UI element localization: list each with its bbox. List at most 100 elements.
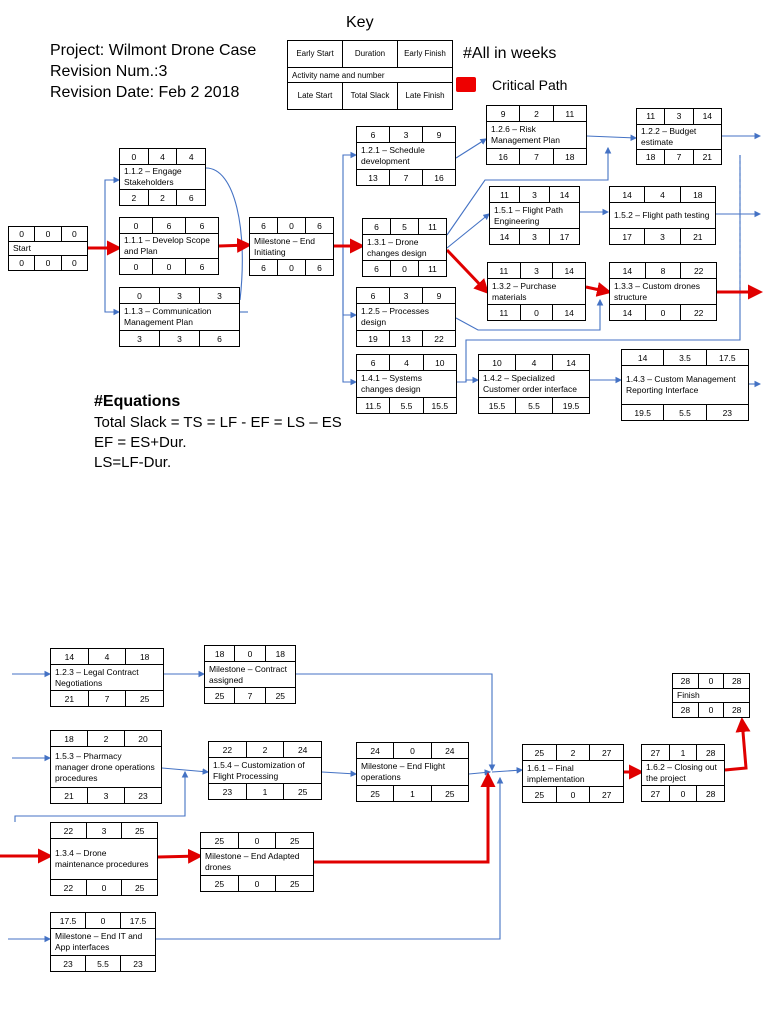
- node-ls: 16: [487, 149, 521, 164]
- key-activity: Activity name and number: [288, 67, 452, 83]
- key-title: Key: [346, 14, 374, 31]
- link-ms1-125: [342, 248, 358, 319]
- node-ls: 15.5: [479, 398, 516, 413]
- node-lf: 25: [297, 786, 308, 797]
- link-start-112: [104, 176, 121, 248]
- node-activity-name: 1.2.6 – Risk Management Plan: [491, 124, 560, 145]
- link-fo-161: [468, 769, 492, 776]
- node-lf: 18: [565, 151, 575, 162]
- node-ef: 11: [428, 221, 437, 232]
- node-ts: 5.5: [664, 405, 707, 420]
- node-dur: 0: [239, 833, 277, 848]
- node-ts: 0: [35, 256, 62, 270]
- node-ls: 11: [488, 305, 521, 320]
- node-ts: 0: [391, 261, 419, 276]
- node-lf: 14: [564, 307, 574, 318]
- node-ef: 24: [297, 744, 308, 755]
- node-es: 0: [120, 288, 160, 303]
- node-ef: 3: [217, 290, 222, 301]
- link-ms1-121: [342, 151, 358, 248]
- node-lf: 25: [139, 693, 150, 704]
- node-ef: 10: [435, 357, 445, 368]
- node-ef: 17.5: [129, 915, 147, 926]
- key-late-start: Late Start: [288, 83, 343, 109]
- key-early-start: Early Start: [288, 41, 343, 67]
- node-lf: 0: [71, 258, 77, 268]
- node-ef: 6: [317, 220, 322, 231]
- node-lf: 28: [731, 705, 742, 715]
- equation-ls: LS=LF-Dur.: [94, 454, 172, 471]
- link-121-126: [455, 138, 487, 159]
- node-lf: 19.5: [562, 400, 580, 411]
- node-es: 18: [51, 731, 88, 746]
- node-es: 11: [490, 187, 520, 202]
- node-ts: 13: [390, 331, 423, 346]
- crit-134-ad: [157, 848, 203, 864]
- node-dur: 0: [278, 218, 306, 233]
- node-activity-name: Start: [13, 243, 31, 253]
- node-ls: 13: [357, 170, 390, 185]
- node-ef: 14: [702, 111, 713, 122]
- node-es: 22: [51, 823, 87, 838]
- node-dur: 4: [149, 149, 178, 164]
- node-dur: 4: [645, 187, 681, 202]
- node-activity-name: Milestone – Contract assigned: [209, 663, 287, 685]
- node-es: 18: [205, 646, 236, 661]
- crit-162-finish: [724, 717, 751, 772]
- node-es: 27: [642, 745, 670, 760]
- node-activity-name: 1.1.3 – Communication Management Plan: [124, 306, 212, 327]
- node-es: 14: [610, 263, 646, 278]
- crit-ad-161: [314, 772, 496, 864]
- node-lf: 22: [434, 333, 444, 344]
- node-ls: 18: [637, 149, 666, 164]
- node-ef: 6: [199, 220, 205, 231]
- node-dur: 3.5: [664, 350, 707, 365]
- node-es: 0: [120, 149, 149, 164]
- node-ls: 28: [673, 703, 699, 717]
- node-dur: 2: [88, 731, 125, 746]
- node-ts: 1: [247, 784, 285, 799]
- node-activity-name: 1.3.1 – Drone changes design: [367, 236, 427, 258]
- node-ls: 3: [120, 331, 160, 346]
- node-activity-name: Milestone – End Flight operations: [361, 761, 446, 782]
- node-ls: 19: [357, 331, 390, 346]
- node-dur: 3: [521, 263, 554, 278]
- node-lf: 6: [217, 333, 222, 344]
- node-activity-name: Milestone – End Adapted drones: [205, 851, 300, 872]
- node-es: 10: [479, 355, 516, 370]
- node-es: 24: [357, 743, 395, 758]
- node-dur: 0: [86, 913, 121, 928]
- node-activity-name: 1.3.2 – Purchase materials: [492, 280, 557, 302]
- key-late-finish: Late Finish: [405, 91, 445, 100]
- node-dur: 0: [35, 227, 62, 241]
- node-dur: 3: [160, 288, 200, 303]
- node-activity-name: 1.4.1 – Systems changes design: [361, 373, 422, 394]
- node-es: 25: [523, 745, 557, 760]
- node-es: 14: [622, 350, 665, 365]
- node-lf: 25: [134, 882, 145, 893]
- node-dur: 2: [520, 106, 554, 121]
- node-activity-name: Milestone – End Initiating: [254, 235, 315, 257]
- node-dur: 5: [391, 219, 419, 234]
- node-es: 0: [120, 218, 153, 233]
- node-ls: 22: [51, 880, 87, 895]
- node-dur: 6: [153, 218, 186, 233]
- node-ts: 3: [645, 229, 681, 244]
- node-ef: 9: [436, 290, 442, 301]
- node-es: 25: [201, 833, 239, 848]
- node-dur: 3: [87, 823, 123, 838]
- node-activity-name: 1.4.3 – Custom Management Reporting Inte…: [626, 374, 736, 395]
- node-lf: 11: [428, 263, 437, 274]
- node-activity-name: 1.2.5 – Processes design: [361, 306, 430, 327]
- link-131-122: [446, 146, 612, 236]
